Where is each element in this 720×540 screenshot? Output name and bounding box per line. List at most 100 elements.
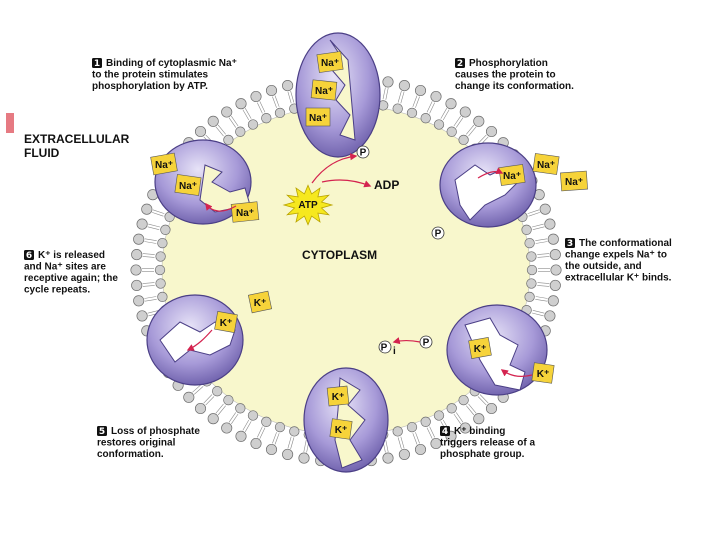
lipid-tail: [194, 386, 204, 395]
lipid-head: [265, 84, 278, 97]
lipid-tail: [532, 310, 545, 314]
lipid-tail: [228, 412, 237, 423]
lipid-head: [194, 402, 207, 415]
lipid-tail: [147, 310, 160, 314]
ion-label: K⁺: [220, 318, 233, 329]
extracellular-label-line-2: FLUID: [24, 146, 60, 160]
potassium-entry-arrow: [500, 369, 533, 377]
lipid-head: [406, 421, 418, 433]
step-caption-line: restores original: [97, 438, 176, 449]
lipid-tail: [412, 433, 418, 445]
lipid-head: [539, 203, 551, 215]
lipid-head: [235, 126, 246, 137]
lipid-tail: [257, 102, 263, 114]
lipid-head: [289, 426, 300, 437]
lipid-head: [282, 448, 294, 460]
lipid-head: [221, 106, 233, 118]
step-number: 4: [442, 427, 448, 437]
lipid-head: [133, 295, 145, 307]
lipid-tail: [290, 437, 295, 450]
sodium-ion: Na⁺: [310, 79, 338, 101]
lipid-tail: [440, 108, 448, 119]
adp-release-arrow: [321, 179, 372, 188]
lipid-tail: [231, 115, 239, 127]
lipid-tail: [537, 285, 550, 287]
lipid-head: [223, 394, 234, 406]
potassium-ion: K⁺: [329, 418, 353, 440]
lipid-tail: [535, 299, 548, 302]
lipid-head: [136, 218, 148, 230]
sodium-ion: Na⁺: [316, 51, 344, 73]
sodium-ion: Na⁺: [174, 174, 202, 196]
lipid-head: [521, 224, 532, 235]
step-caption-line: change expels Na⁺ to: [565, 250, 667, 261]
lipid-tail: [426, 427, 433, 439]
lipid-tail: [532, 223, 544, 228]
lipid-tail: [215, 403, 224, 414]
step-caption-line: to the protein stimulates: [92, 70, 209, 81]
lipid-head: [524, 237, 535, 249]
lipid-tail: [144, 238, 157, 241]
pump-protein-step-5: [146, 294, 244, 386]
potassium-release-arrow: [186, 329, 213, 351]
lipid-head: [473, 413, 485, 425]
lipid-tail: [385, 87, 389, 100]
step-number: 5: [99, 427, 105, 437]
lipid-head: [212, 386, 223, 397]
lipid-head: [420, 416, 431, 427]
phosphate-group: P: [419, 335, 433, 349]
lipid-tail: [272, 432, 277, 444]
lipid-tail: [400, 91, 405, 104]
ion-label: Na⁺: [565, 177, 583, 188]
atp-molecule: ATP: [282, 184, 334, 226]
lipid-tail: [442, 109, 450, 121]
lipid-head: [250, 437, 262, 450]
lipid-tail: [537, 282, 550, 284]
potassium-ion: K⁺: [468, 337, 492, 359]
lipid-tail: [217, 405, 226, 416]
lipid-tail: [203, 394, 213, 404]
lipid-tail: [537, 253, 550, 255]
step-number: 6: [26, 251, 32, 261]
lipid-tail: [244, 108, 252, 119]
lipid-head: [458, 134, 469, 146]
sodium-ion: Na⁺: [230, 201, 260, 223]
step-caption-line: triggers release of a: [440, 438, 535, 449]
lipid-tail: [274, 433, 280, 445]
sodium-ion: Na⁺: [305, 107, 331, 127]
step-caption-line: cycle repeats.: [24, 285, 90, 296]
lipid-tail: [415, 432, 420, 444]
pump-protein-step-2: [439, 142, 537, 228]
ion-label: Na⁺: [179, 181, 197, 192]
lipid-head: [298, 452, 310, 464]
lipid-head: [446, 126, 457, 137]
lipid-head: [524, 291, 535, 303]
lipid-tail: [385, 440, 389, 453]
lipid-head: [392, 103, 403, 114]
step-number-badge: [565, 238, 575, 248]
lipid-tail: [455, 412, 464, 423]
lipid-head: [433, 119, 445, 130]
lipid-tail: [192, 384, 202, 393]
flow-arrows: [186, 153, 533, 377]
lipid-tail: [257, 426, 263, 438]
lipid-head: [430, 437, 442, 450]
lipid-tail: [303, 440, 307, 453]
lipid-head: [433, 410, 445, 421]
step-caption-line: K⁺ binding: [454, 426, 505, 437]
lipid-head: [406, 107, 418, 119]
ion-label: K⁺: [332, 392, 345, 403]
step-caption-line: phosphate group.: [440, 449, 525, 460]
lipid-head: [247, 119, 259, 130]
lipid-head: [141, 203, 153, 215]
lipid-tail: [537, 256, 550, 258]
lipid-tail: [231, 413, 239, 425]
sodium-ion: Na⁺: [150, 152, 178, 176]
lipid-head: [250, 90, 262, 103]
lipid-head: [207, 413, 219, 425]
lipid-tail: [205, 396, 215, 406]
lipid-head: [183, 391, 195, 403]
